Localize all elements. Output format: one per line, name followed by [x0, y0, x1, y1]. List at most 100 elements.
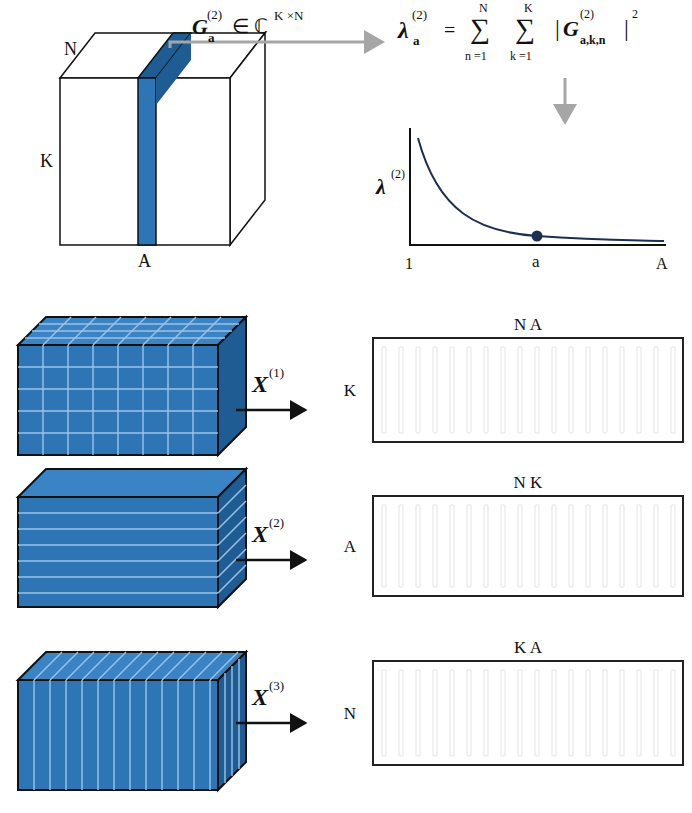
fiber-line	[193, 317, 221, 345]
fiber-line	[167, 345, 168, 455]
fiber-line	[92, 345, 93, 455]
math-label: K	[524, 2, 533, 14]
fiber-line	[68, 317, 96, 345]
fiber-line	[224, 673, 225, 783]
column-tick	[552, 670, 556, 756]
fiber-line	[178, 652, 206, 680]
math-label: X	[252, 372, 268, 396]
fiber-line	[238, 659, 239, 769]
mode1-cube	[18, 317, 246, 455]
fiber-line	[194, 652, 222, 680]
column-tick	[399, 670, 403, 756]
math-label: (3)	[269, 679, 284, 692]
column-tick	[433, 670, 437, 756]
fiber-line	[93, 317, 121, 345]
math-label: λ	[398, 18, 409, 42]
column-tick	[552, 347, 556, 433]
column-tick	[620, 670, 624, 756]
fiber-line	[18, 528, 218, 529]
fiber-texture	[18, 317, 246, 790]
math-label: (2)	[269, 516, 284, 529]
matrix-columns	[382, 347, 675, 756]
math-label: (2)	[391, 168, 405, 180]
fiber-line	[18, 592, 218, 593]
math-label: n =1	[465, 50, 487, 62]
mode2-cube	[18, 469, 246, 607]
math-label: (2)	[207, 8, 222, 21]
column-tick	[501, 505, 505, 587]
row-dim-label: N	[344, 705, 356, 722]
math-label: a	[532, 253, 540, 270]
fiber-line	[209, 680, 210, 790]
column-tick	[603, 505, 607, 587]
column-tick	[416, 347, 420, 433]
column-tick	[637, 347, 641, 433]
fiber-line	[18, 512, 218, 513]
plot-axes	[410, 128, 666, 245]
fiber-line	[210, 652, 238, 680]
fiber-line	[117, 345, 118, 455]
column-tick	[501, 347, 505, 433]
fiber-line	[143, 317, 171, 345]
column-tick	[501, 670, 505, 756]
core-tensor-cube	[60, 33, 265, 245]
fiber-line	[18, 576, 218, 577]
fiber-line	[231, 666, 232, 776]
fiber-line	[218, 517, 246, 545]
fiber-line	[81, 680, 82, 790]
fiber-line	[161, 680, 162, 790]
fiber-line	[65, 680, 66, 790]
column-tick	[620, 505, 624, 587]
fiber-line	[218, 501, 246, 529]
fiber-line	[98, 652, 126, 680]
column-tick	[484, 670, 488, 756]
math-label: 1	[405, 256, 413, 272]
fiber-line	[49, 680, 50, 790]
row-dim-label: A	[344, 538, 356, 555]
column-tick	[484, 347, 488, 433]
fiber-line	[18, 366, 218, 367]
fiber-line	[142, 345, 143, 455]
column-tick	[535, 347, 539, 433]
column-tick	[586, 670, 590, 756]
fiber-line	[218, 533, 246, 561]
unfold-arrow	[236, 559, 305, 562]
math-label: ∈ ℂ	[232, 16, 268, 36]
column-tick	[382, 347, 386, 433]
column-tick	[586, 347, 590, 433]
fiber-line	[50, 652, 78, 680]
fiber-line	[218, 565, 246, 593]
column-tick	[484, 505, 488, 587]
column-dims-label: K A	[514, 639, 542, 656]
column-tick	[637, 505, 641, 587]
column-tick	[433, 347, 437, 433]
column-tick	[416, 670, 420, 756]
column-tick	[450, 347, 454, 433]
fiber-line	[118, 317, 146, 345]
unfolded-matrix: K AN	[372, 660, 684, 766]
column-tick	[620, 347, 624, 433]
fiber-line	[114, 652, 142, 680]
math-label: k =1	[510, 50, 532, 62]
fiber-line	[34, 652, 62, 680]
math-label: ∑	[515, 15, 535, 43]
math-label: G	[563, 18, 579, 40]
leader-arrow	[170, 42, 382, 48]
fiber-line	[66, 652, 94, 680]
fiber-line	[18, 410, 218, 411]
fiber-line	[177, 680, 178, 790]
math-label: λ	[376, 176, 386, 198]
column-dims-label: N K	[514, 474, 543, 491]
fiber-line	[192, 345, 193, 455]
column-tick	[450, 505, 454, 587]
math-label: a	[413, 34, 420, 47]
math-label: A	[138, 252, 151, 270]
fiber-line	[218, 549, 246, 577]
fiber-line	[18, 544, 218, 545]
fiber-line	[18, 388, 218, 389]
column-tick	[535, 505, 539, 587]
column-tick	[654, 347, 658, 433]
math-label: 2	[632, 8, 638, 20]
fiber-line	[168, 317, 196, 345]
